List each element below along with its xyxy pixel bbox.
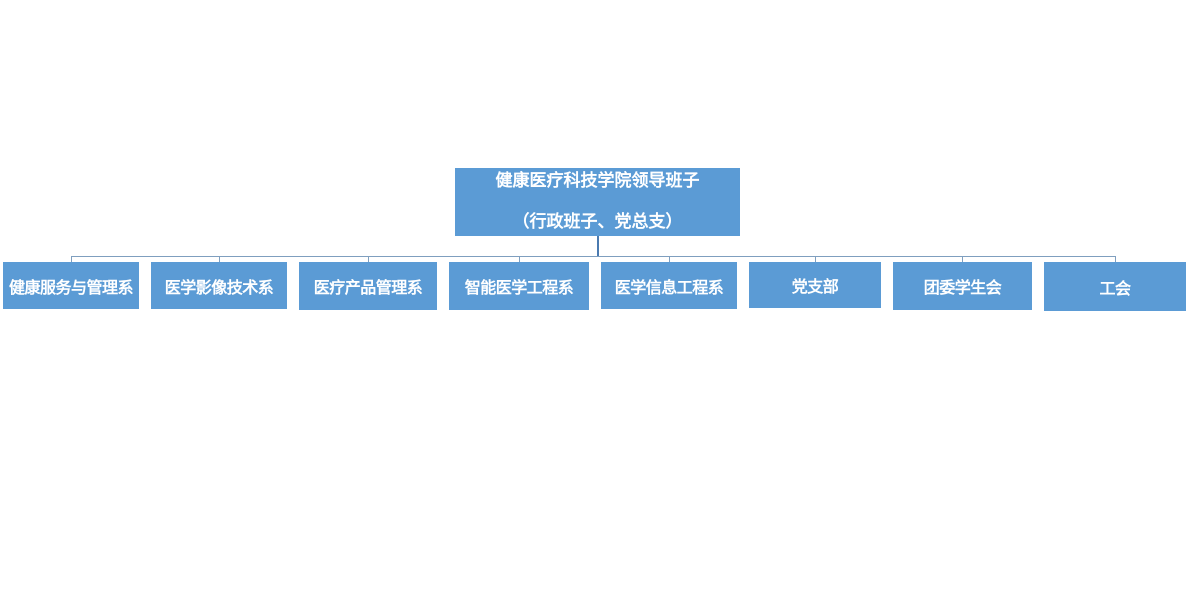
child-node-6: 党支部 [749, 262, 881, 308]
child-connector-3 [368, 256, 369, 262]
child-node-1: 健康服务与管理系 [3, 262, 139, 309]
child-connector-7 [962, 256, 963, 262]
child-node-3: 医疗产品管理系 [299, 262, 437, 310]
child-connector-8 [1115, 256, 1116, 262]
root-node-subtitle: （行政班子、党总支） [512, 212, 683, 232]
root-connector [597, 236, 599, 257]
child-node-2: 医学影像技术系 [151, 262, 287, 309]
child-node-8: 工会 [1044, 262, 1186, 311]
child-node-4: 智能医学工程系 [449, 262, 589, 310]
root-node-title: 健康医疗科技学院领导班子 [495, 171, 700, 191]
child-connector-6 [815, 256, 816, 262]
child-connector-4 [519, 256, 520, 262]
child-connector-1 [71, 256, 72, 262]
child-connector-5 [669, 256, 670, 262]
child-node-7: 团委学生会 [893, 262, 1032, 310]
child-node-5: 医学信息工程系 [601, 262, 737, 309]
horizontal-connector [71, 256, 1116, 257]
child-connector-2 [219, 256, 220, 262]
root-node: 健康医疗科技学院领导班子 （行政班子、党总支） [455, 168, 740, 236]
